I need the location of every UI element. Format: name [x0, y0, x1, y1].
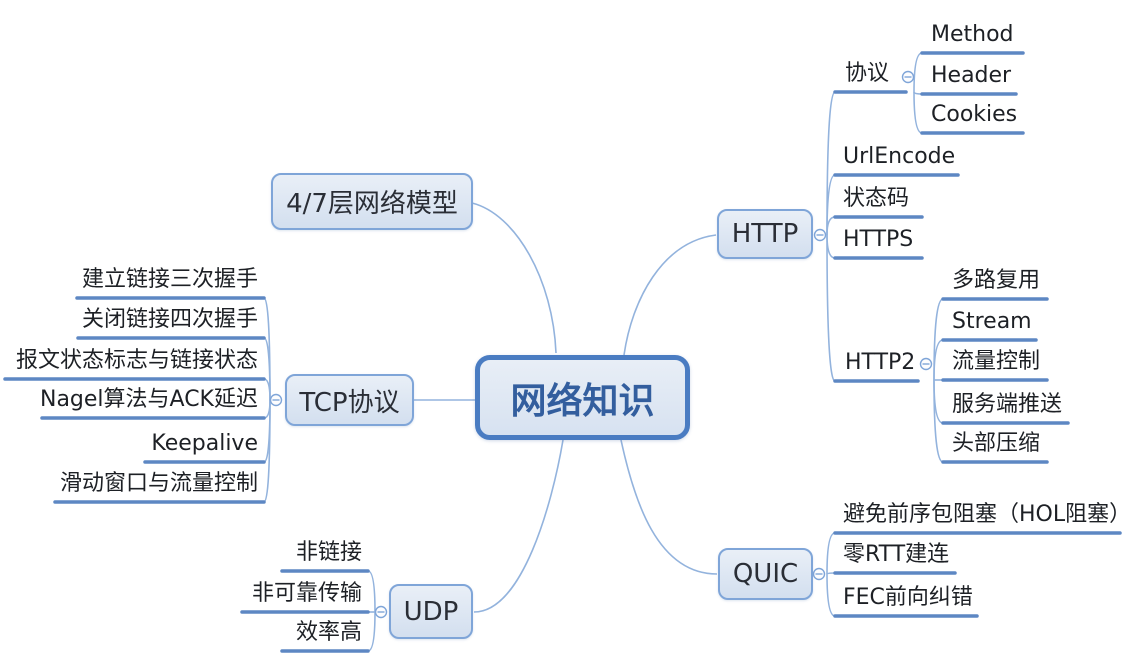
connector-curve — [913, 52, 923, 93]
connector-curve — [826, 234, 836, 259]
connector-curve — [826, 91, 836, 236]
topic-status-code[interactable]: 状态码 — [843, 186, 910, 211]
collapse-icon-protocol[interactable] — [901, 70, 915, 84]
collapse-icon-http[interactable] — [813, 228, 827, 242]
topic-hol-blocking[interactable]: 避免前序包阻塞（HOL阻塞） — [843, 502, 1132, 527]
topic-unreliable-transport[interactable]: 非可靠传输 — [251, 581, 362, 606]
connector-curve — [263, 399, 271, 419]
topic-https[interactable]: HTTPS — [843, 227, 914, 252]
topic-protocol[interactable]: 协议 — [845, 61, 890, 86]
branch-udp[interactable]: UDP — [389, 584, 473, 639]
topic-server-push[interactable]: 服务端推送 — [952, 392, 1063, 417]
branch-http[interactable]: HTTP — [717, 209, 813, 259]
topic-three-way-handshake[interactable]: 建立链接三次握手 — [81, 267, 258, 292]
topic-fec[interactable]: FEC前向纠错 — [843, 585, 973, 610]
topic-http2[interactable]: HTTP2 — [845, 350, 916, 375]
collapse-icon-quic[interactable] — [812, 567, 826, 581]
connector-curve — [913, 91, 923, 134]
branch-tcp[interactable]: TCP协议 — [285, 374, 414, 426]
topic-header[interactable]: Header — [931, 63, 1012, 88]
topic-packet-flags-state[interactable]: 报文状态标志与链接状态 — [15, 348, 258, 373]
connector-curve — [367, 570, 376, 613]
connector-curve — [826, 216, 836, 236]
topic-high-efficiency[interactable]: 效率高 — [295, 620, 362, 645]
topic-cookies[interactable]: Cookies — [931, 102, 1018, 127]
topic-multiplexing[interactable]: 多路复用 — [952, 268, 1041, 293]
topic-keepalive[interactable]: Keepalive — [151, 431, 258, 456]
topic-stream[interactable]: Stream — [952, 309, 1032, 334]
connector-curve — [933, 339, 944, 381]
branch-network-model[interactable]: 4/7层网络模型 — [271, 173, 473, 230]
topic-flow-control[interactable]: 流量控制 — [952, 349, 1041, 374]
topic-header-compression[interactable]: 头部压缩 — [952, 431, 1041, 456]
topic-zero-rtt[interactable]: 零RTT建连 — [843, 542, 950, 567]
topic-urlencode[interactable]: UrlEncode — [843, 144, 956, 169]
topic-four-way-close[interactable]: 关闭链接四次握手 — [81, 307, 258, 332]
topic-method[interactable]: Method — [931, 22, 1014, 47]
connector-curve — [473, 439, 564, 613]
topic-sliding-window-flow-control[interactable]: 滑动窗口与流量控制 — [59, 471, 258, 496]
topic-connectionless[interactable]: 非链接 — [295, 540, 362, 565]
connector-curve — [471, 202, 557, 354]
connector-curve — [367, 611, 376, 652]
central-topic[interactable]: 网络知识 — [475, 355, 690, 440]
topic-nagle-ack-delay[interactable]: Nagel算法与ACK延迟 — [39, 387, 258, 412]
connector-curve — [826, 234, 836, 382]
branch-quic[interactable]: QUIC — [718, 548, 813, 600]
collapse-icon-tcp[interactable] — [269, 393, 283, 407]
connector-curve — [933, 379, 944, 424]
collapse-icon-http2[interactable] — [919, 357, 933, 371]
connector-curve — [826, 573, 836, 617]
collapse-icon-udp[interactable] — [374, 605, 388, 619]
connector-curve — [620, 439, 718, 575]
connector-curve — [933, 379, 944, 463]
connector-curve — [623, 234, 717, 356]
connector-curve — [826, 532, 836, 575]
